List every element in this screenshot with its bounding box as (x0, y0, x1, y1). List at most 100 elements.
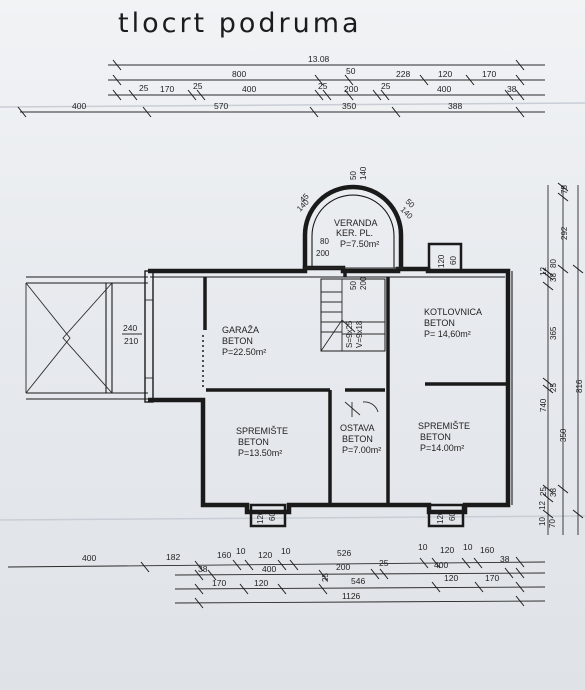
paper-fold-line (0, 515, 585, 521)
dim-top: 350 (342, 101, 356, 111)
room-garaza: GARAŽA BETON P=22.50m² (222, 325, 266, 357)
veranda-top-window-label: 50 (349, 171, 358, 180)
dim-bottom: 10 (281, 546, 291, 556)
dim-bottom: 120 (254, 578, 268, 588)
dim-right: 70 (548, 519, 557, 528)
dim-bottom: 38 (198, 564, 208, 574)
dim-top: 170 (482, 69, 496, 79)
room-name: SPREMIŠTE (418, 421, 470, 431)
dim-bottom: 526 (337, 548, 351, 558)
dim-top: 800 (232, 69, 246, 79)
dim-bottom: 400 (262, 564, 276, 574)
dim-bottom: 25 (321, 573, 330, 582)
dim-top: 570 (214, 101, 228, 111)
dim-right: 38 (549, 273, 558, 282)
dim-bottom: 546 (351, 576, 365, 586)
dim-bottom: 10 (236, 546, 246, 556)
dim-bottom: 38 (500, 554, 510, 564)
dim-bottom: 170 (212, 578, 226, 588)
room-area: P=13.50m² (238, 448, 282, 458)
spremiste-window-label: 60 (268, 512, 277, 521)
room-spremiste-left: SPREMIŠTE BETON P=13.50m² (236, 426, 288, 458)
dim-top: 400 (72, 101, 86, 111)
room-finish: BETON (222, 336, 253, 346)
stair-step-label: S=9x25 (345, 320, 354, 348)
dim-top: 38 (507, 84, 517, 94)
veranda-door-label: 200 (316, 249, 330, 258)
dim-right: 75 (560, 185, 569, 194)
kotlovnica-window-label: 60 (449, 256, 458, 265)
dim-bottom: 160 (217, 550, 231, 560)
room-name: VERANDA (334, 218, 378, 228)
right-dimension-chains: 75 292 80 12 38 365 740 25 816 350 25 38… (538, 182, 584, 535)
kotlovnica-window-label: 120 (437, 254, 446, 268)
room-spremiste-right: SPREMIŠTE BETON P=14.00m² (418, 421, 470, 453)
dim-top-total: 13.08 (308, 54, 330, 64)
dim-right: 25 (539, 487, 548, 496)
dim-bottom: 400 (82, 553, 96, 563)
bottom-dimension-chains: 400 182 160 10 120 10 526 10 120 10 160 … (7, 542, 546, 609)
dim-top: 50 (346, 66, 356, 76)
dim-right: 80 (549, 259, 558, 268)
dim-top: 25 (318, 81, 328, 91)
room-area: P=22.50m² (222, 347, 266, 357)
dim-top: 400 (242, 84, 256, 94)
dim-bottom: 160 (480, 545, 494, 555)
spremiste-window-label: 60 (448, 512, 457, 521)
dim-right: 10 (538, 517, 547, 526)
dim-top: 120 (438, 69, 452, 79)
room-finish: BETON (342, 434, 373, 444)
room-finish: BETON (424, 318, 455, 328)
dim-bottom-total: 1126 (342, 591, 361, 601)
room-area: P= 14,60m² (424, 329, 471, 339)
dim-top: 25 (381, 81, 391, 91)
room-name: GARAŽA (222, 325, 259, 335)
dim-bottom: 200 (336, 562, 350, 572)
dim-right: 12 (538, 501, 547, 510)
ostava-door-swing (344, 401, 361, 417)
dim-bottom: 10 (418, 542, 428, 552)
stair-rise-label: V=9x18 (355, 320, 364, 348)
dim-top: 228 (396, 69, 410, 79)
room-ostava: OSTAVA BETON P=7.00m² (340, 423, 381, 455)
room-kotlovnica: KOTLOVNICA BETON P= 14,60m² (424, 307, 482, 339)
dim-bottom: 120 (258, 550, 272, 560)
dim-right: 38 (549, 488, 558, 497)
dim-bottom: 400 (434, 560, 448, 570)
dim-top: 400 (437, 84, 451, 94)
stair-door-label: 50 (349, 281, 358, 290)
dim-bottom: 120 (444, 573, 458, 583)
dim-bottom: 170 (485, 573, 499, 583)
dim-right: 816 (575, 379, 584, 393)
dim-bottom: 120 (440, 545, 454, 555)
garage-door-label: 210 (124, 336, 138, 346)
plan-title: tlocrt podruma (118, 8, 362, 39)
dim-right: 12 (539, 267, 548, 276)
top-dimension-chains: 13.08 800 50 228 120 170 25 170 25 400 2… (17, 54, 545, 118)
spremiste-window-label: 120 (436, 510, 445, 524)
room-finish: KER. PL. (336, 228, 373, 238)
room-finish: BETON (420, 432, 451, 442)
dim-top: 25 (193, 81, 203, 91)
room-finish: BETON (238, 437, 269, 447)
spremiste-window-label: 120 (256, 510, 265, 524)
dim-top: 170 (160, 84, 174, 94)
dim-bottom: 10 (463, 542, 473, 552)
veranda-right-window-label: 140 (399, 205, 415, 221)
dim-right: 25 (549, 383, 558, 392)
dim-top: 25 (139, 83, 149, 93)
opening-labels: 45 140 50 140 50 140 80 200 50 200 120 6… (122, 166, 458, 524)
dim-right: 740 (539, 398, 548, 412)
room-area: P=7.00m² (342, 445, 381, 455)
veranda-top-window-label: 140 (359, 166, 368, 180)
dim-right: 350 (559, 428, 568, 442)
dim-bottom: 25 (379, 558, 389, 568)
veranda-door-label: 80 (320, 237, 329, 246)
garage-door-swing (62, 282, 113, 394)
room-veranda: VERANDA KER. PL. P=7.50m² (334, 218, 379, 249)
dim-top: 388 (448, 101, 462, 111)
dim-right: 365 (549, 326, 558, 340)
room-name: KOTLOVNICA (424, 307, 482, 317)
